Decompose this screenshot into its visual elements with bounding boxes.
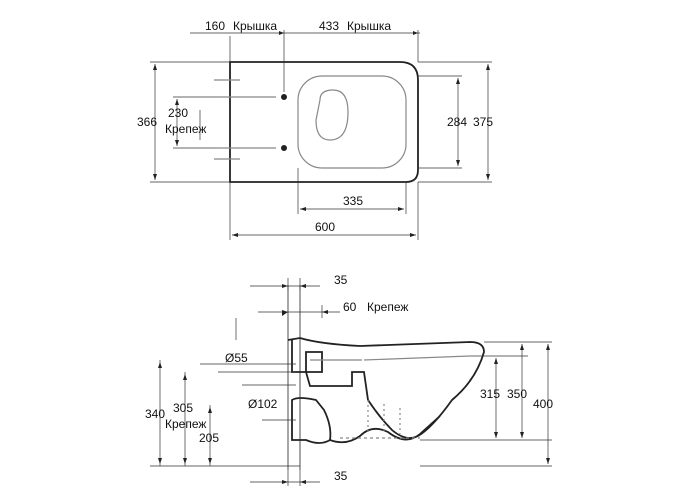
pipe-large-label: Ø102 (248, 397, 278, 411)
left-205-value: 205 (199, 431, 219, 445)
lid-right-value: 433 (319, 19, 339, 33)
bowl-opening (315, 89, 349, 141)
fixing-point-top (281, 94, 287, 100)
left-mount-label: Крепеж (165, 417, 206, 431)
top-view-outline (229, 61, 419, 183)
fixing-point-bottom (281, 145, 287, 151)
seat-ring (297, 75, 407, 169)
pipe-small-label: Ø55 (225, 351, 248, 365)
lid-left-label: Крышка (233, 19, 277, 33)
right-315-value: 315 (480, 387, 500, 401)
mount-label: Крепеж (165, 122, 206, 136)
bowl-length-value: 335 (343, 194, 363, 208)
bottom-offset-value: 35 (334, 469, 348, 483)
top-offset-value: 35 (334, 273, 348, 287)
right-350-value: 350 (507, 387, 527, 401)
side-view: 35 60 Крепеж Ø55 Ø102 340 305 Крепеж 205 (145, 273, 553, 486)
mount-spacing-value: 230 (168, 106, 188, 120)
right-outer-value: 375 (473, 115, 493, 129)
bowl-silhouette (287, 337, 485, 439)
side-mount-label: Крепеж (367, 300, 408, 314)
left-305-value: 305 (173, 401, 193, 415)
total-length-value: 600 (315, 220, 335, 234)
lid-right-label: Крышка (347, 19, 391, 33)
lid-left-value: 160 (205, 19, 225, 33)
left-depth-value: 366 (137, 115, 157, 129)
top-view: 160 Крышка 433 Крышка 366 230 Крепеж 284… (137, 19, 493, 240)
mount-offset-value: 60 (343, 300, 357, 314)
right-inner-value: 284 (447, 115, 467, 129)
right-400-value: 400 (533, 397, 553, 411)
left-340-value: 340 (145, 407, 165, 421)
